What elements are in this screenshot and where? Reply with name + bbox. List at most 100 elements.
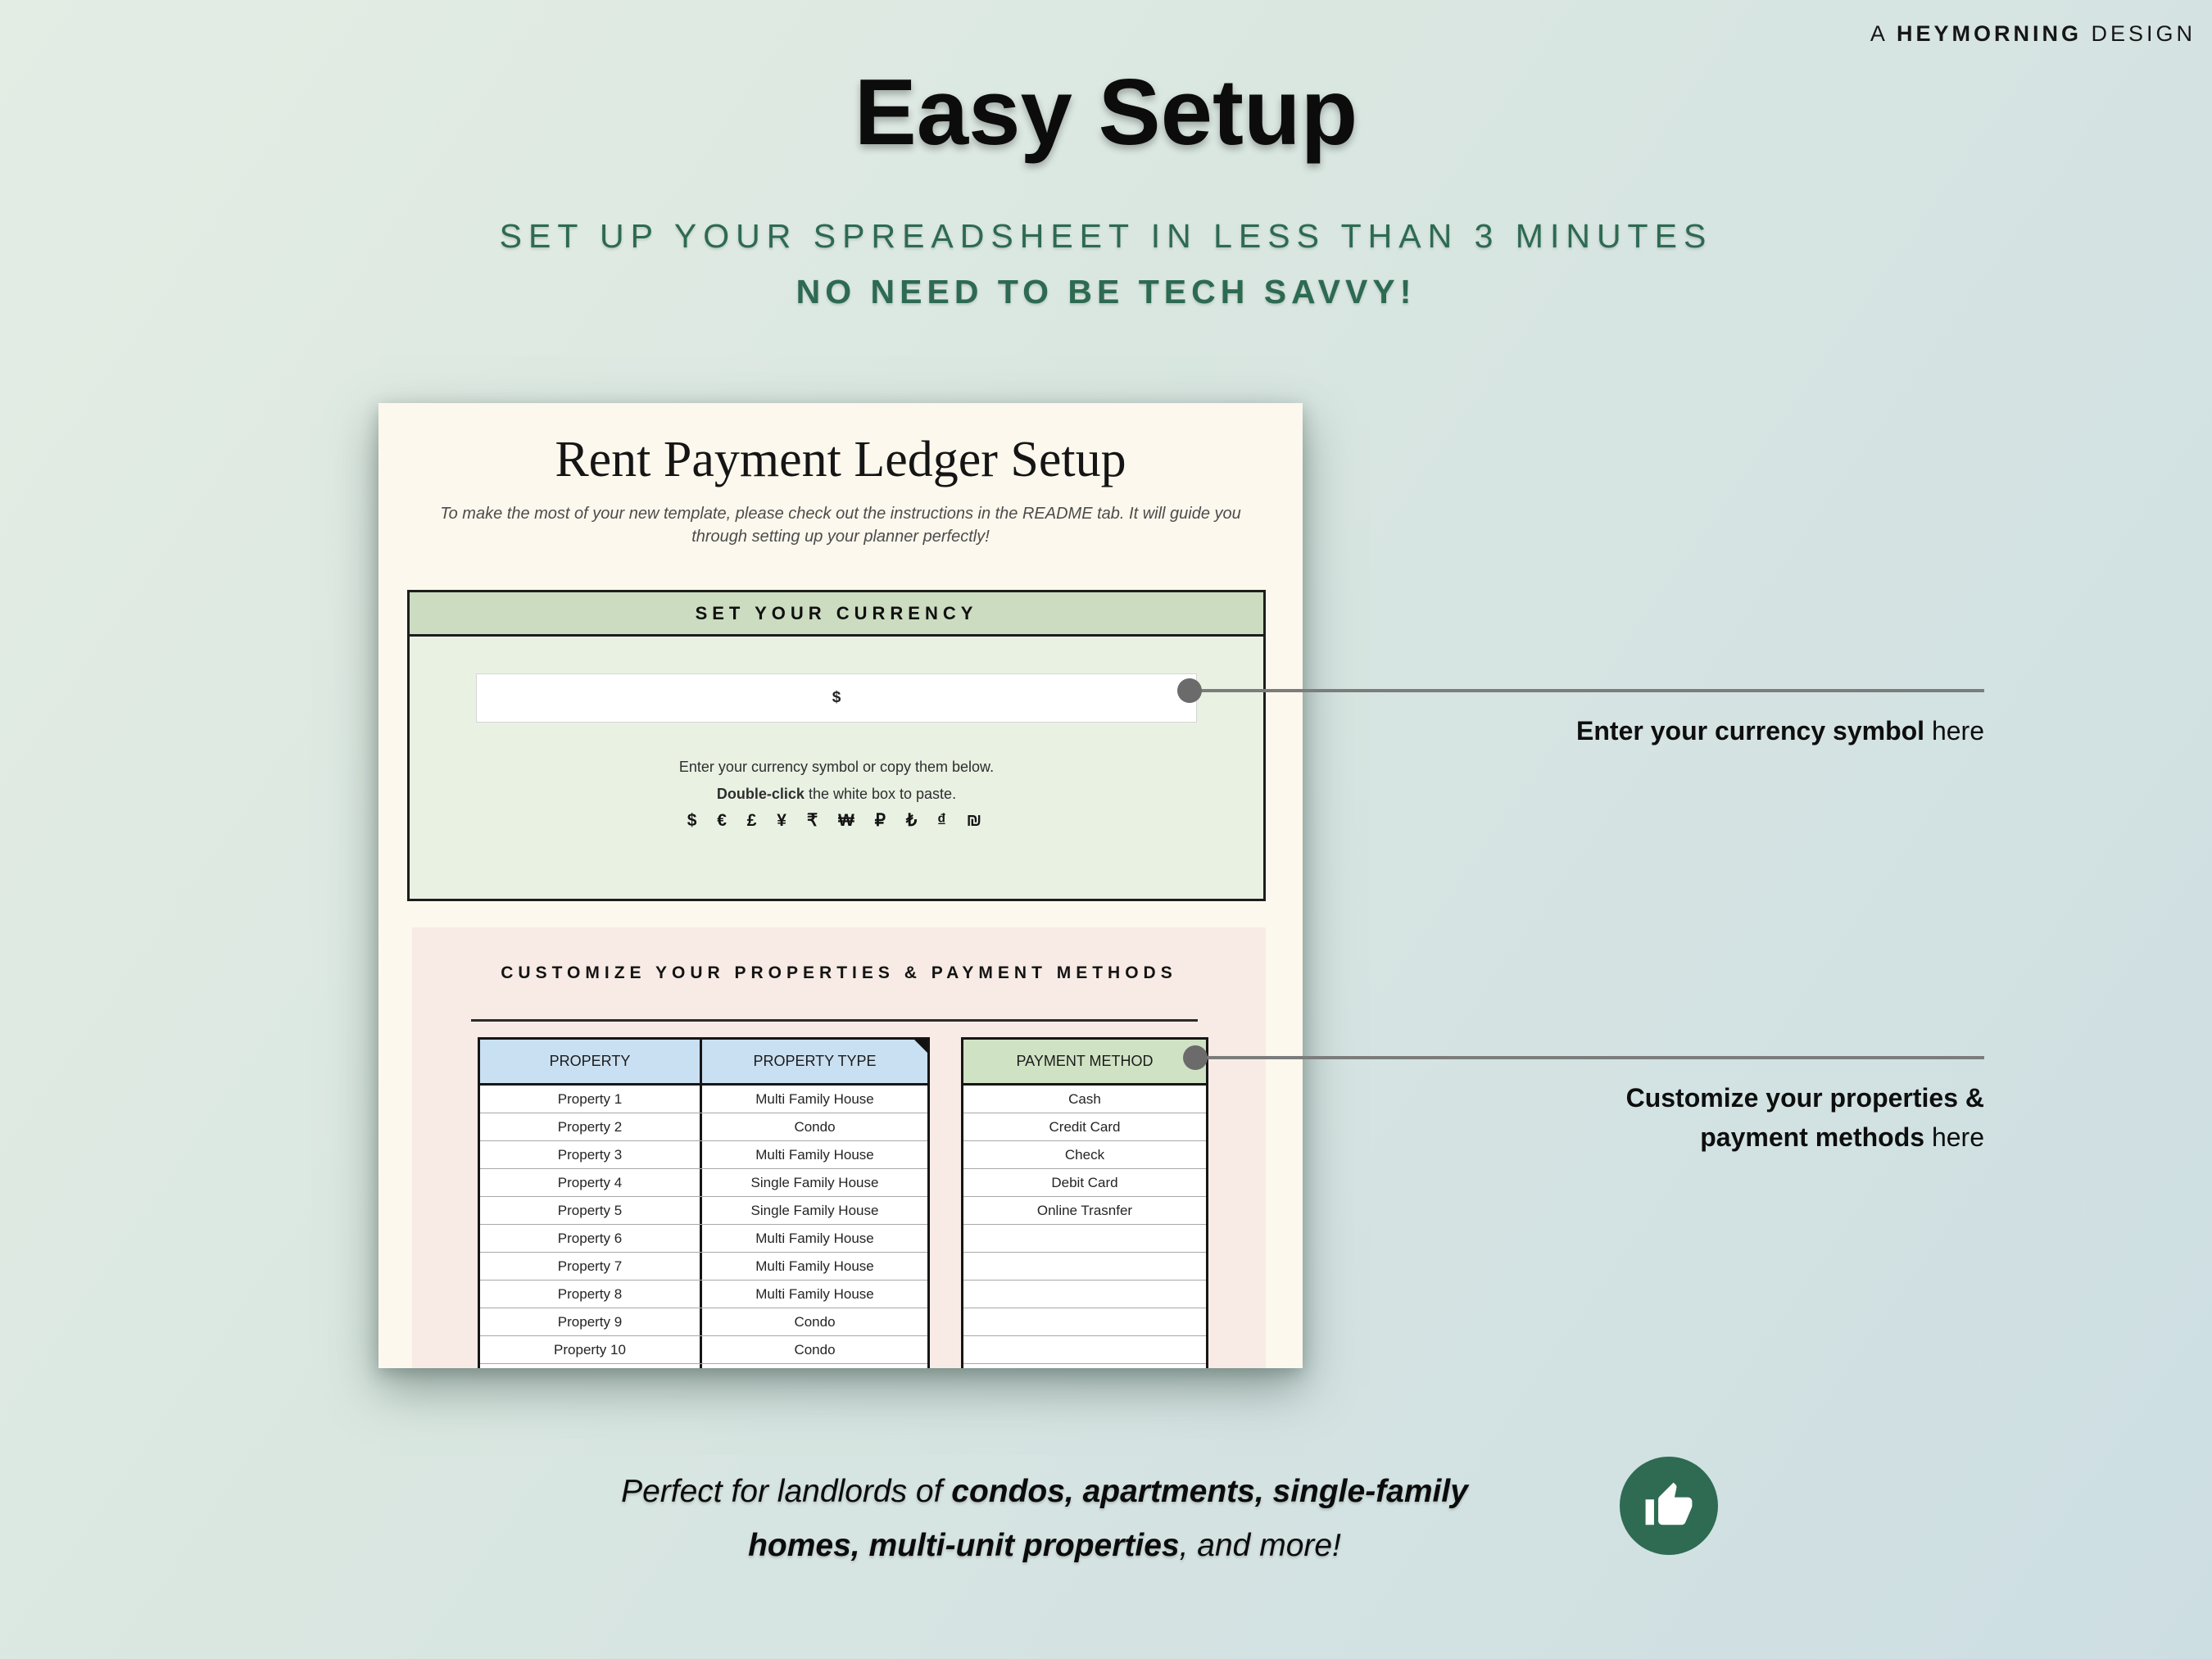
table-row: Property 1 Multi Family House xyxy=(480,1086,927,1113)
payment-method-cell: Credit Card xyxy=(1049,1118,1121,1135)
table-row xyxy=(963,1225,1206,1253)
footer-line2-bold: homes, multi-unit properties xyxy=(748,1528,1180,1563)
divider xyxy=(471,1019,1198,1022)
subtitle-line1: SET UP YOUR SPREADSHEET IN LESS THAN 3 M… xyxy=(499,217,1713,255)
column-header-property-type: PROPERTY TYPE xyxy=(700,1040,927,1083)
currency-annotation-bold: Enter your currency symbol xyxy=(1576,716,1925,746)
payment-method-cell xyxy=(963,1308,1206,1335)
property-type-cell: Multi Family House xyxy=(700,1141,927,1168)
table-row: Property 2 Condo xyxy=(480,1113,927,1141)
subtitle-line2: NO NEED TO BE TECH SAVVY! xyxy=(796,273,1416,310)
payment-method-cell: Debit Card xyxy=(1051,1174,1118,1190)
property-type-cell: Multi Family House xyxy=(700,1281,927,1308)
customize-section: CUSTOMIZE YOUR PROPERTIES & PAYMENT METH… xyxy=(412,927,1266,1368)
property-type-cell: Single Family House xyxy=(700,1169,927,1196)
property-cell: Property 9 xyxy=(557,1313,623,1330)
thumbs-up-badge xyxy=(1620,1457,1718,1555)
brand-prefix: A xyxy=(1870,21,1897,46)
property-type-cell: Multi Family House xyxy=(700,1086,927,1113)
brand-suffix: DESIGN xyxy=(2081,21,2196,46)
table-row: Property 6 Multi Family House xyxy=(480,1225,927,1253)
table-row: Online Trasnfer xyxy=(963,1197,1206,1225)
column-header-property: PROPERTY xyxy=(480,1040,700,1083)
payment-method-cell: Cash xyxy=(1068,1090,1101,1107)
property-cell: Property 2 xyxy=(557,1118,623,1135)
property-cell xyxy=(480,1364,700,1368)
footer-line1-bold: condos, apartments, single-family xyxy=(951,1474,1468,1509)
table-row: Property 4 Single Family House xyxy=(480,1169,927,1197)
property-cell: Property 7 xyxy=(557,1258,623,1274)
currency-section-header: SET YOUR CURRENCY xyxy=(410,592,1263,637)
cell-note-marker-icon xyxy=(914,1040,927,1053)
property-cell: Property 6 xyxy=(557,1230,623,1246)
currency-input-value: $ xyxy=(832,689,841,706)
table-row xyxy=(963,1308,1206,1336)
table-row: Credit Card xyxy=(963,1113,1206,1141)
brand: A HEYMORNING DESIGN xyxy=(1870,21,2196,47)
property-type-cell: Single Family House xyxy=(700,1197,927,1224)
property-cell: Property 4 xyxy=(557,1174,623,1190)
payment-table-header: PAYMENT METHOD xyxy=(963,1040,1206,1086)
property-table-header: PROPERTY PROPERTY TYPE xyxy=(480,1040,927,1086)
table-row: Check xyxy=(963,1141,1206,1169)
property-type-cell: Condo xyxy=(700,1308,927,1335)
currency-annotation-rest: here xyxy=(1924,716,1984,746)
currency-help-line1: Enter your currency symbol or copy them … xyxy=(678,759,995,775)
page-title: Easy Setup xyxy=(854,61,1358,165)
customize-annotation: Customize your properties & payment meth… xyxy=(1475,1078,1984,1157)
table-row xyxy=(963,1281,1206,1308)
payment-method-cell xyxy=(963,1364,1206,1368)
table-row: Property 9 Condo xyxy=(480,1308,927,1336)
table-row xyxy=(480,1364,927,1368)
payment-method-cell xyxy=(963,1281,1206,1308)
currency-section: SET YOUR CURRENCY $ Enter your currency … xyxy=(407,590,1266,901)
payment-method-cell: Online Trasnfer xyxy=(1036,1202,1133,1218)
customize-connector-dot-icon xyxy=(1183,1045,1208,1070)
customize-annotation-rest: here xyxy=(1924,1122,1984,1152)
currency-connector-line xyxy=(1190,689,1984,692)
column-header-property-type-label: PROPERTY TYPE xyxy=(753,1053,877,1069)
table-row xyxy=(963,1253,1206,1281)
currency-annotation: Enter your currency symbol here xyxy=(1475,711,1984,750)
card-intro-line1: To make the most of your new template, p… xyxy=(440,505,1241,523)
property-table: PROPERTY PROPERTY TYPE Property 1 Multi F… xyxy=(478,1037,930,1368)
property-cell: Property 10 xyxy=(554,1341,626,1358)
thumbs-up-icon xyxy=(1645,1482,1693,1525)
currency-connector-dot-icon xyxy=(1177,678,1202,703)
property-type-cell: Condo xyxy=(700,1113,927,1140)
property-type-cell: Condo xyxy=(700,1336,927,1363)
property-type-cell xyxy=(700,1364,927,1368)
currency-help-rest: the white box to paste. xyxy=(804,786,957,802)
footer-line1-regular: Perfect for landlords of xyxy=(621,1474,952,1509)
currency-help-line2: Double-click the white box to paste. xyxy=(410,786,1263,803)
property-type-cell: Multi Family House xyxy=(700,1225,927,1252)
property-type-cell: Multi Family House xyxy=(700,1253,927,1280)
table-row xyxy=(963,1364,1206,1368)
payment-method-table: PAYMENT METHOD Cash Credit Card Check De… xyxy=(961,1037,1208,1368)
payment-method-cell xyxy=(963,1225,1206,1252)
customize-section-header: CUSTOMIZE YOUR PROPERTIES & PAYMENT METH… xyxy=(501,963,1177,982)
card-intro: To make the most of your new template, p… xyxy=(378,502,1303,548)
property-cell: Property 3 xyxy=(557,1146,623,1163)
property-cell: Property 1 xyxy=(557,1090,623,1107)
column-header-payment-method: PAYMENT METHOD xyxy=(963,1040,1206,1083)
brand-name: HEYMORNING xyxy=(1896,21,2082,46)
table-row: Cash xyxy=(963,1086,1206,1113)
table-row xyxy=(963,1336,1206,1364)
table-row: Debit Card xyxy=(963,1169,1206,1197)
payment-method-cell xyxy=(963,1336,1206,1363)
currency-help-bold: Double-click xyxy=(716,786,805,802)
card-title: Rent Payment Ledger Setup xyxy=(555,432,1126,487)
currency-input[interactable]: $ xyxy=(476,673,1197,723)
customize-connector-line xyxy=(1195,1056,1984,1059)
customize-annotation-line1: Customize your properties & xyxy=(1625,1083,1984,1113)
card-intro-line2: through setting up your planner perfectl… xyxy=(691,528,990,546)
payment-method-cell xyxy=(963,1253,1206,1280)
footer-text: Perfect for landlords of condos, apartme… xyxy=(410,1465,1679,1573)
customize-annotation-line2-bold: payment methods xyxy=(1700,1122,1925,1152)
payment-method-cell: Check xyxy=(1064,1146,1105,1163)
spreadsheet-preview-card: Rent Payment Ledger Setup To make the mo… xyxy=(378,403,1303,1368)
